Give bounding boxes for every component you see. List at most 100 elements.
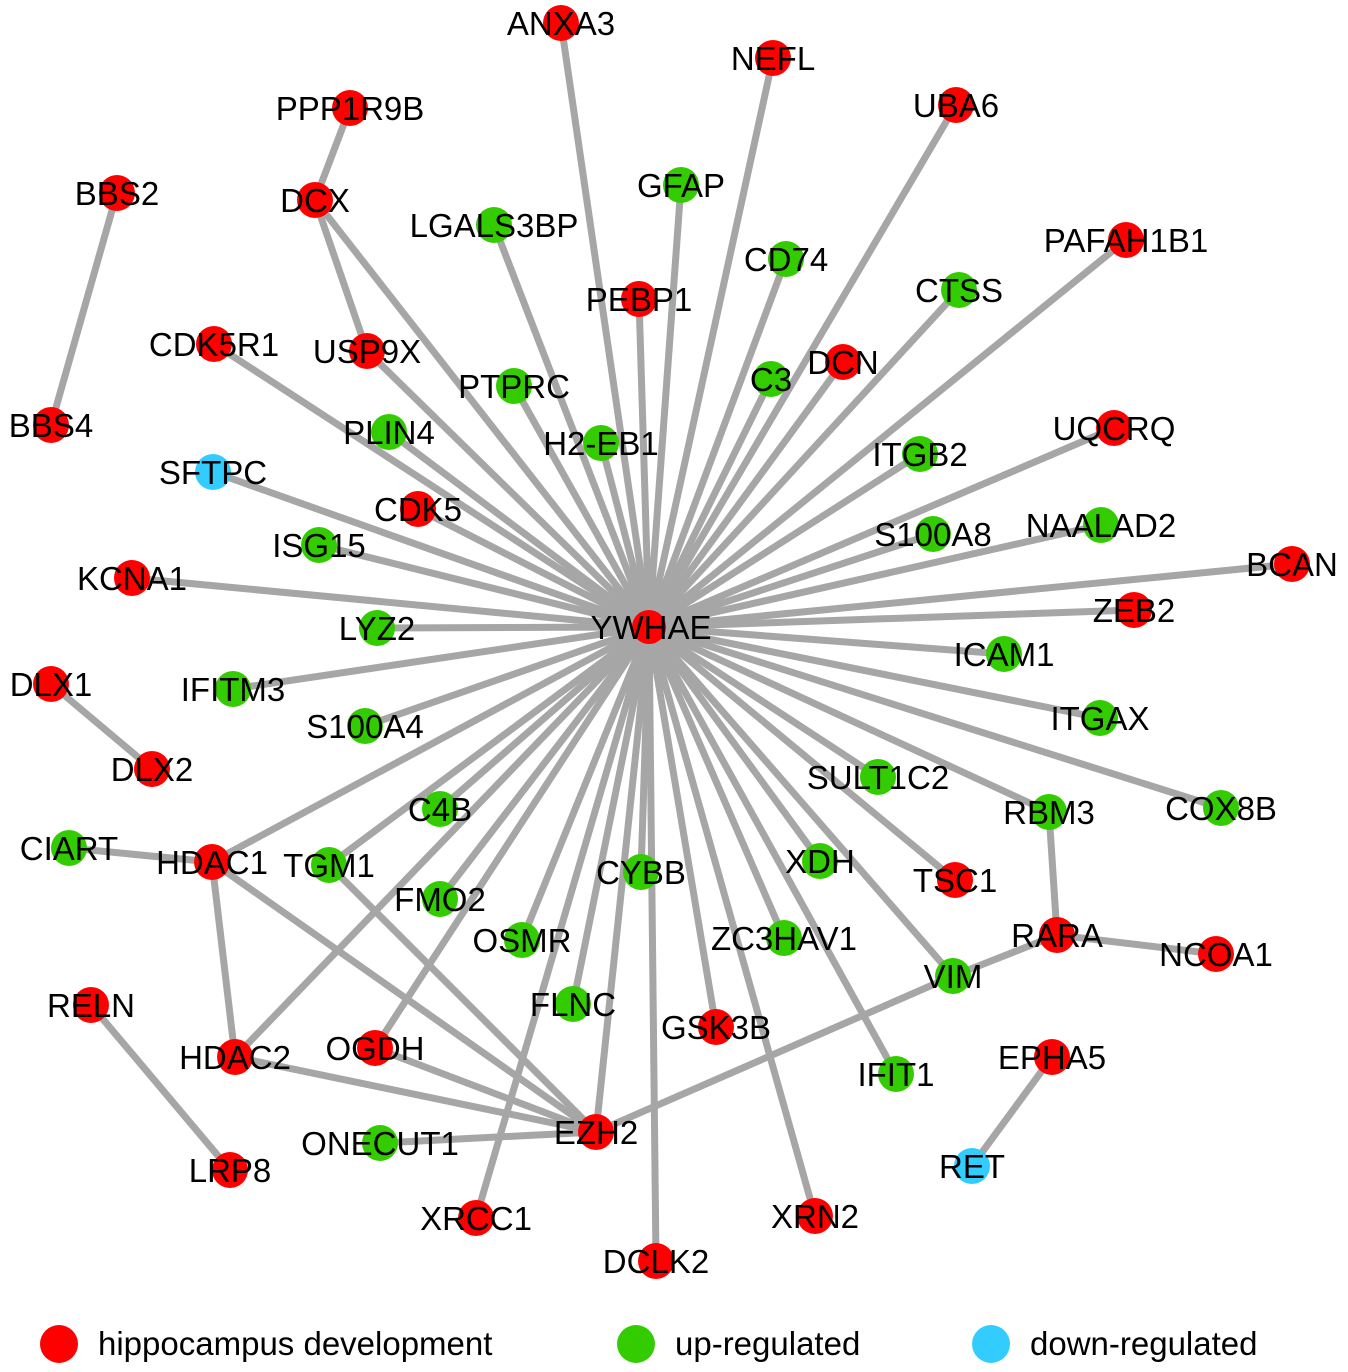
node-lgals3bp[interactable]	[476, 207, 512, 243]
node-label-uqcrq: UQCRQ	[1053, 410, 1176, 447]
node-label-ppp1r9b: PPP1R9B	[276, 90, 425, 127]
node-s100a8[interactable]	[915, 516, 951, 552]
node-gsk3b[interactable]	[698, 1009, 734, 1045]
node-anxa3[interactable]	[543, 5, 579, 41]
legend: hippocampus development up-regulated dow…	[0, 1315, 1348, 1372]
node-h2-eb1[interactable]	[583, 425, 619, 461]
node-label-dlx1: DLX1	[10, 666, 93, 703]
node-osmr[interactable]	[504, 922, 540, 958]
node-reln[interactable]	[73, 987, 109, 1023]
edge-ywhae-ifitm3	[229, 623, 653, 693]
node-fmo2[interactable]	[422, 881, 458, 917]
node-label-onecut1: ONECUT1	[301, 1125, 459, 1162]
node-usp9x[interactable]	[349, 333, 385, 369]
node-label-zc3hav1: ZC3HAV1	[711, 920, 857, 957]
node-label-sult1c2: SULT1C2	[807, 759, 949, 796]
node-icam1[interactable]	[986, 636, 1022, 672]
node-uba6[interactable]	[938, 87, 974, 123]
node-ctss[interactable]	[941, 272, 977, 308]
edge-ywhae-xdh	[645, 623, 824, 865]
node-rbm3[interactable]	[1031, 794, 1067, 830]
node-plin4[interactable]	[371, 414, 407, 450]
node-dcx[interactable]	[297, 182, 333, 218]
edge-ywhae-cdk5r1	[210, 340, 653, 631]
node-zeb2[interactable]	[1116, 592, 1152, 628]
node-tgm1[interactable]	[311, 847, 347, 883]
node-label-ifit1: IFIT1	[857, 1056, 934, 1093]
node-label-cdk5: CDK5	[374, 491, 462, 528]
node-isg15[interactable]	[301, 527, 337, 563]
node-cox8b[interactable]	[1203, 790, 1239, 826]
node-itgb2[interactable]	[902, 436, 938, 472]
edge-ywhae-cox8b	[645, 623, 1225, 812]
node-zc3hav1[interactable]	[766, 920, 802, 956]
node-ptprc[interactable]	[496, 368, 532, 404]
node-label-ptprc: PTPRC	[458, 368, 570, 405]
node-dcn[interactable]	[825, 344, 861, 380]
node-xdh[interactable]	[802, 843, 838, 879]
node-naalad2[interactable]	[1083, 507, 1119, 543]
node-sftpc[interactable]	[195, 454, 231, 490]
edge-ywhae-itgax	[645, 623, 1104, 722]
node-ncoa1[interactable]	[1198, 936, 1234, 972]
edge-dcx-usp9x	[311, 196, 371, 355]
edge-ywhae-hdac2	[231, 623, 653, 1061]
node-ret[interactable]	[954, 1148, 990, 1184]
edge-ywhae-uba6	[645, 101, 960, 631]
node-cdk5r1[interactable]	[196, 326, 232, 362]
node-vim[interactable]	[935, 958, 971, 994]
node-pebp1[interactable]	[621, 281, 657, 317]
edge-rbm3-rara	[1045, 808, 1061, 939]
node-ciart[interactable]	[51, 830, 87, 866]
edge-rara-ncoa1	[1053, 931, 1220, 958]
node-gfap[interactable]	[663, 167, 699, 203]
edge-ywhae-anxa3	[557, 19, 653, 631]
edge-ywhae-osmr	[518, 623, 653, 944]
node-label-rara: RARA	[1011, 917, 1103, 954]
node-ppp1r9b[interactable]	[332, 90, 368, 126]
edge-ywhae-ctss	[645, 286, 963, 631]
node-rara[interactable]	[1039, 917, 1075, 953]
node-ywhae[interactable]	[632, 610, 666, 644]
node-ifit1[interactable]	[878, 1056, 914, 1092]
node-epha5[interactable]	[1034, 1039, 1070, 1075]
node-c3[interactable]	[753, 361, 789, 397]
node-label-isg15: ISG15	[272, 527, 366, 564]
node-bcan[interactable]	[1274, 546, 1310, 582]
node-pafah1b1[interactable]	[1108, 222, 1144, 258]
node-ifitm3[interactable]	[215, 671, 251, 707]
node-label-lgals3bp: LGALS3BP	[410, 207, 579, 244]
node-c4b[interactable]	[422, 791, 458, 827]
node-label-hdac1: HDAC1	[156, 844, 268, 881]
node-nefl[interactable]	[755, 40, 791, 76]
node-sult1c2[interactable]	[860, 759, 896, 795]
node-xrn2[interactable]	[797, 1198, 833, 1234]
node-ogdh[interactable]	[357, 1030, 393, 1066]
node-cdk5[interactable]	[400, 491, 436, 527]
node-dclk2[interactable]	[638, 1243, 674, 1279]
node-ezh2[interactable]	[578, 1114, 614, 1150]
node-cd74[interactable]	[768, 241, 804, 277]
node-xrcc1[interactable]	[458, 1200, 494, 1236]
edge-ywhae-xrn2	[645, 623, 819, 1220]
node-hdac1[interactable]	[194, 844, 230, 880]
node-hdac2[interactable]	[217, 1039, 253, 1075]
node-bbs4[interactable]	[33, 407, 69, 443]
node-flnc[interactable]	[555, 986, 591, 1022]
node-bbs2[interactable]	[99, 175, 135, 211]
node-uqcrq[interactable]	[1096, 410, 1132, 446]
node-cybb[interactable]	[623, 854, 659, 890]
node-onecut1[interactable]	[362, 1125, 398, 1161]
node-lyz2[interactable]	[359, 610, 395, 646]
node-lrp8[interactable]	[212, 1152, 248, 1188]
node-dlx1[interactable]	[33, 666, 69, 702]
node-s100a4[interactable]	[347, 708, 383, 744]
node-label-nefl: NEFL	[731, 40, 815, 77]
node-kcna1[interactable]	[114, 560, 150, 596]
edge-ywhae-kcna1	[128, 574, 653, 631]
node-label-gfap: GFAP	[637, 167, 725, 204]
node-tsc1[interactable]	[937, 862, 973, 898]
node-itgax[interactable]	[1082, 700, 1118, 736]
node-dlx2[interactable]	[134, 751, 170, 787]
